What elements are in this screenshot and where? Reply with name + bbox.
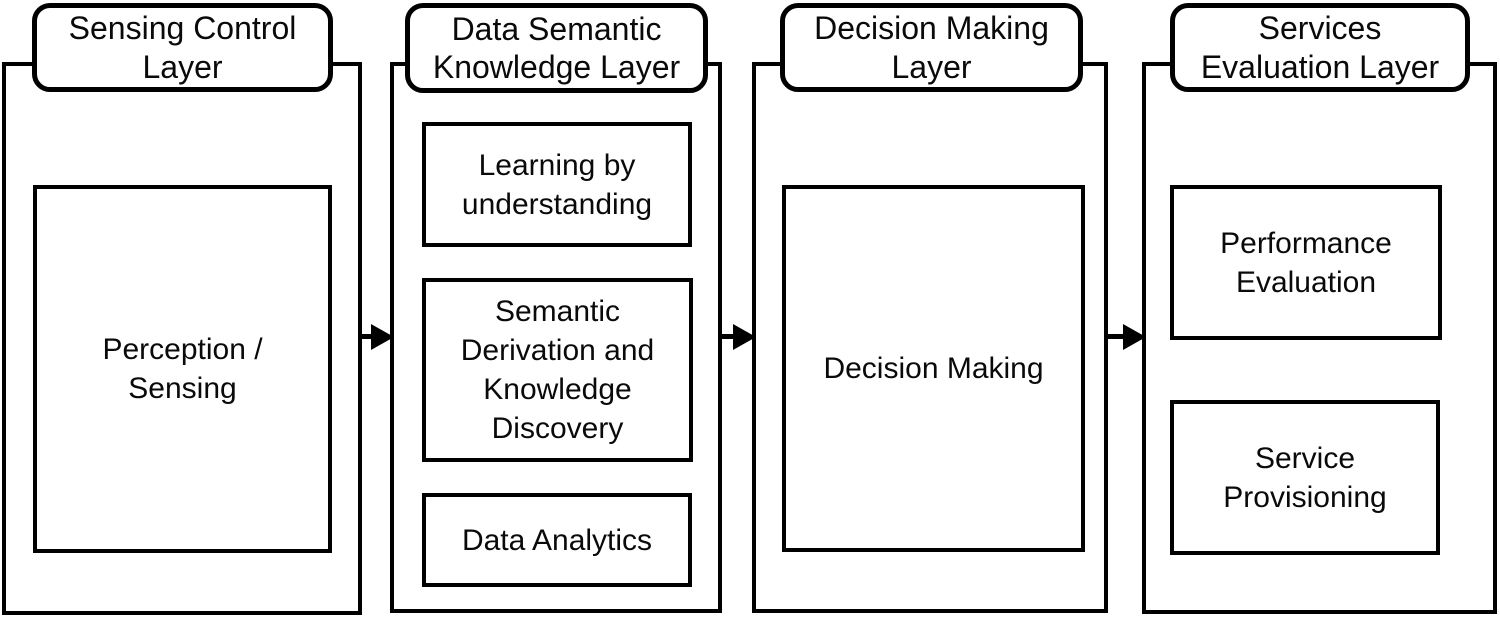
node-semantic-derivation-knowledge-discovery: Semantic Derivation and Knowledge Discov… (422, 278, 693, 462)
node-label: Decision Making (823, 352, 1044, 385)
node-performance-evaluation: Performance Evaluation (1170, 185, 1442, 340)
node-data-analytics: Data Analytics (422, 493, 692, 587)
arrow-line (356, 334, 380, 339)
arrow-line (718, 334, 742, 339)
layer-title-sensing-control: Sensing Control Layer (32, 3, 333, 92)
node-service-provisioning: Service Provisioning (1170, 400, 1440, 555)
flow-arrow-semantic-to-decision (718, 324, 756, 350)
node-label: Perception / Sensing (102, 333, 263, 405)
layer-title-label: Decision Making Layer (814, 10, 1049, 85)
right-arrowhead-icon (733, 324, 756, 350)
layer-title-data-semantic-knowledge: Data Semantic Knowledge Layer (405, 3, 708, 93)
layer-title-label: Sensing Control Layer (68, 10, 297, 85)
layer-title-label: Services Evaluation Layer (1200, 10, 1440, 85)
flow-arrow-decision-to-services (1104, 324, 1146, 350)
node-label: Performance Evaluation (1220, 226, 1392, 299)
right-arrowhead-icon (1123, 324, 1146, 350)
node-decision-making: Decision Making (782, 185, 1085, 552)
layer-title-decision-making: Decision Making Layer (780, 3, 1083, 92)
layer-title-services-evaluation: Services Evaluation Layer (1170, 3, 1470, 92)
node-label: Semantic Derivation and Knowledge Discov… (460, 295, 655, 445)
node-label: Data Analytics (461, 523, 653, 557)
layer-title-label: Data Semantic Knowledge Layer (432, 10, 681, 85)
flow-arrow-sensing-to-semantic (356, 324, 394, 350)
right-arrowhead-icon (371, 324, 394, 350)
arrow-line (1104, 334, 1132, 339)
node-label: Learning by understanding (461, 148, 653, 221)
node-learning-by-understanding: Learning by understanding (422, 122, 692, 247)
node-label: Service Provisioning (1223, 441, 1387, 514)
node-perception-sensing: Perception / Sensing (33, 185, 332, 553)
